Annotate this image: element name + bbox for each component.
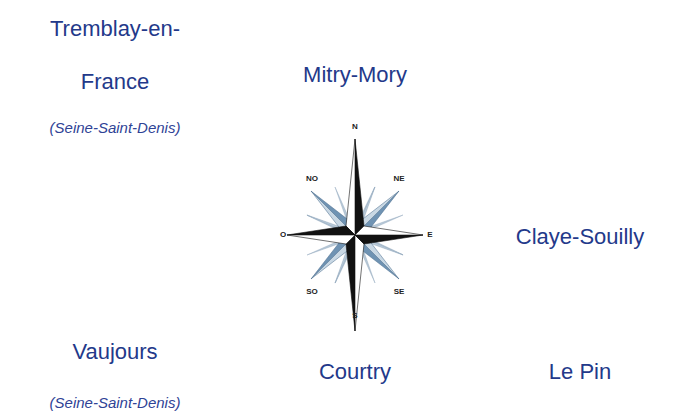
department-note: (Seine-Saint-Denis) — [50, 394, 181, 411]
town-name: Claye-Souilly — [516, 223, 644, 251]
compass-letter: NO — [306, 174, 318, 184]
town-name: Vaujours — [72, 338, 157, 366]
town-name: Le Pin — [549, 358, 611, 386]
compass-letter: S — [352, 311, 357, 321]
compass-letter: E — [427, 230, 432, 240]
town-name: Tremblay-en-France — [40, 2, 190, 108]
compass-letter: N — [352, 122, 358, 132]
department-note: (Seine-Saint-Denis) — [50, 119, 181, 136]
compass-letter: SO — [306, 287, 318, 297]
town-name: Mitry-Mory — [303, 61, 407, 89]
compass-letter: SE — [394, 287, 405, 297]
compass-letter: O — [280, 230, 286, 240]
town-name: Courtry — [319, 358, 391, 386]
compass-letter: NE — [393, 174, 404, 184]
